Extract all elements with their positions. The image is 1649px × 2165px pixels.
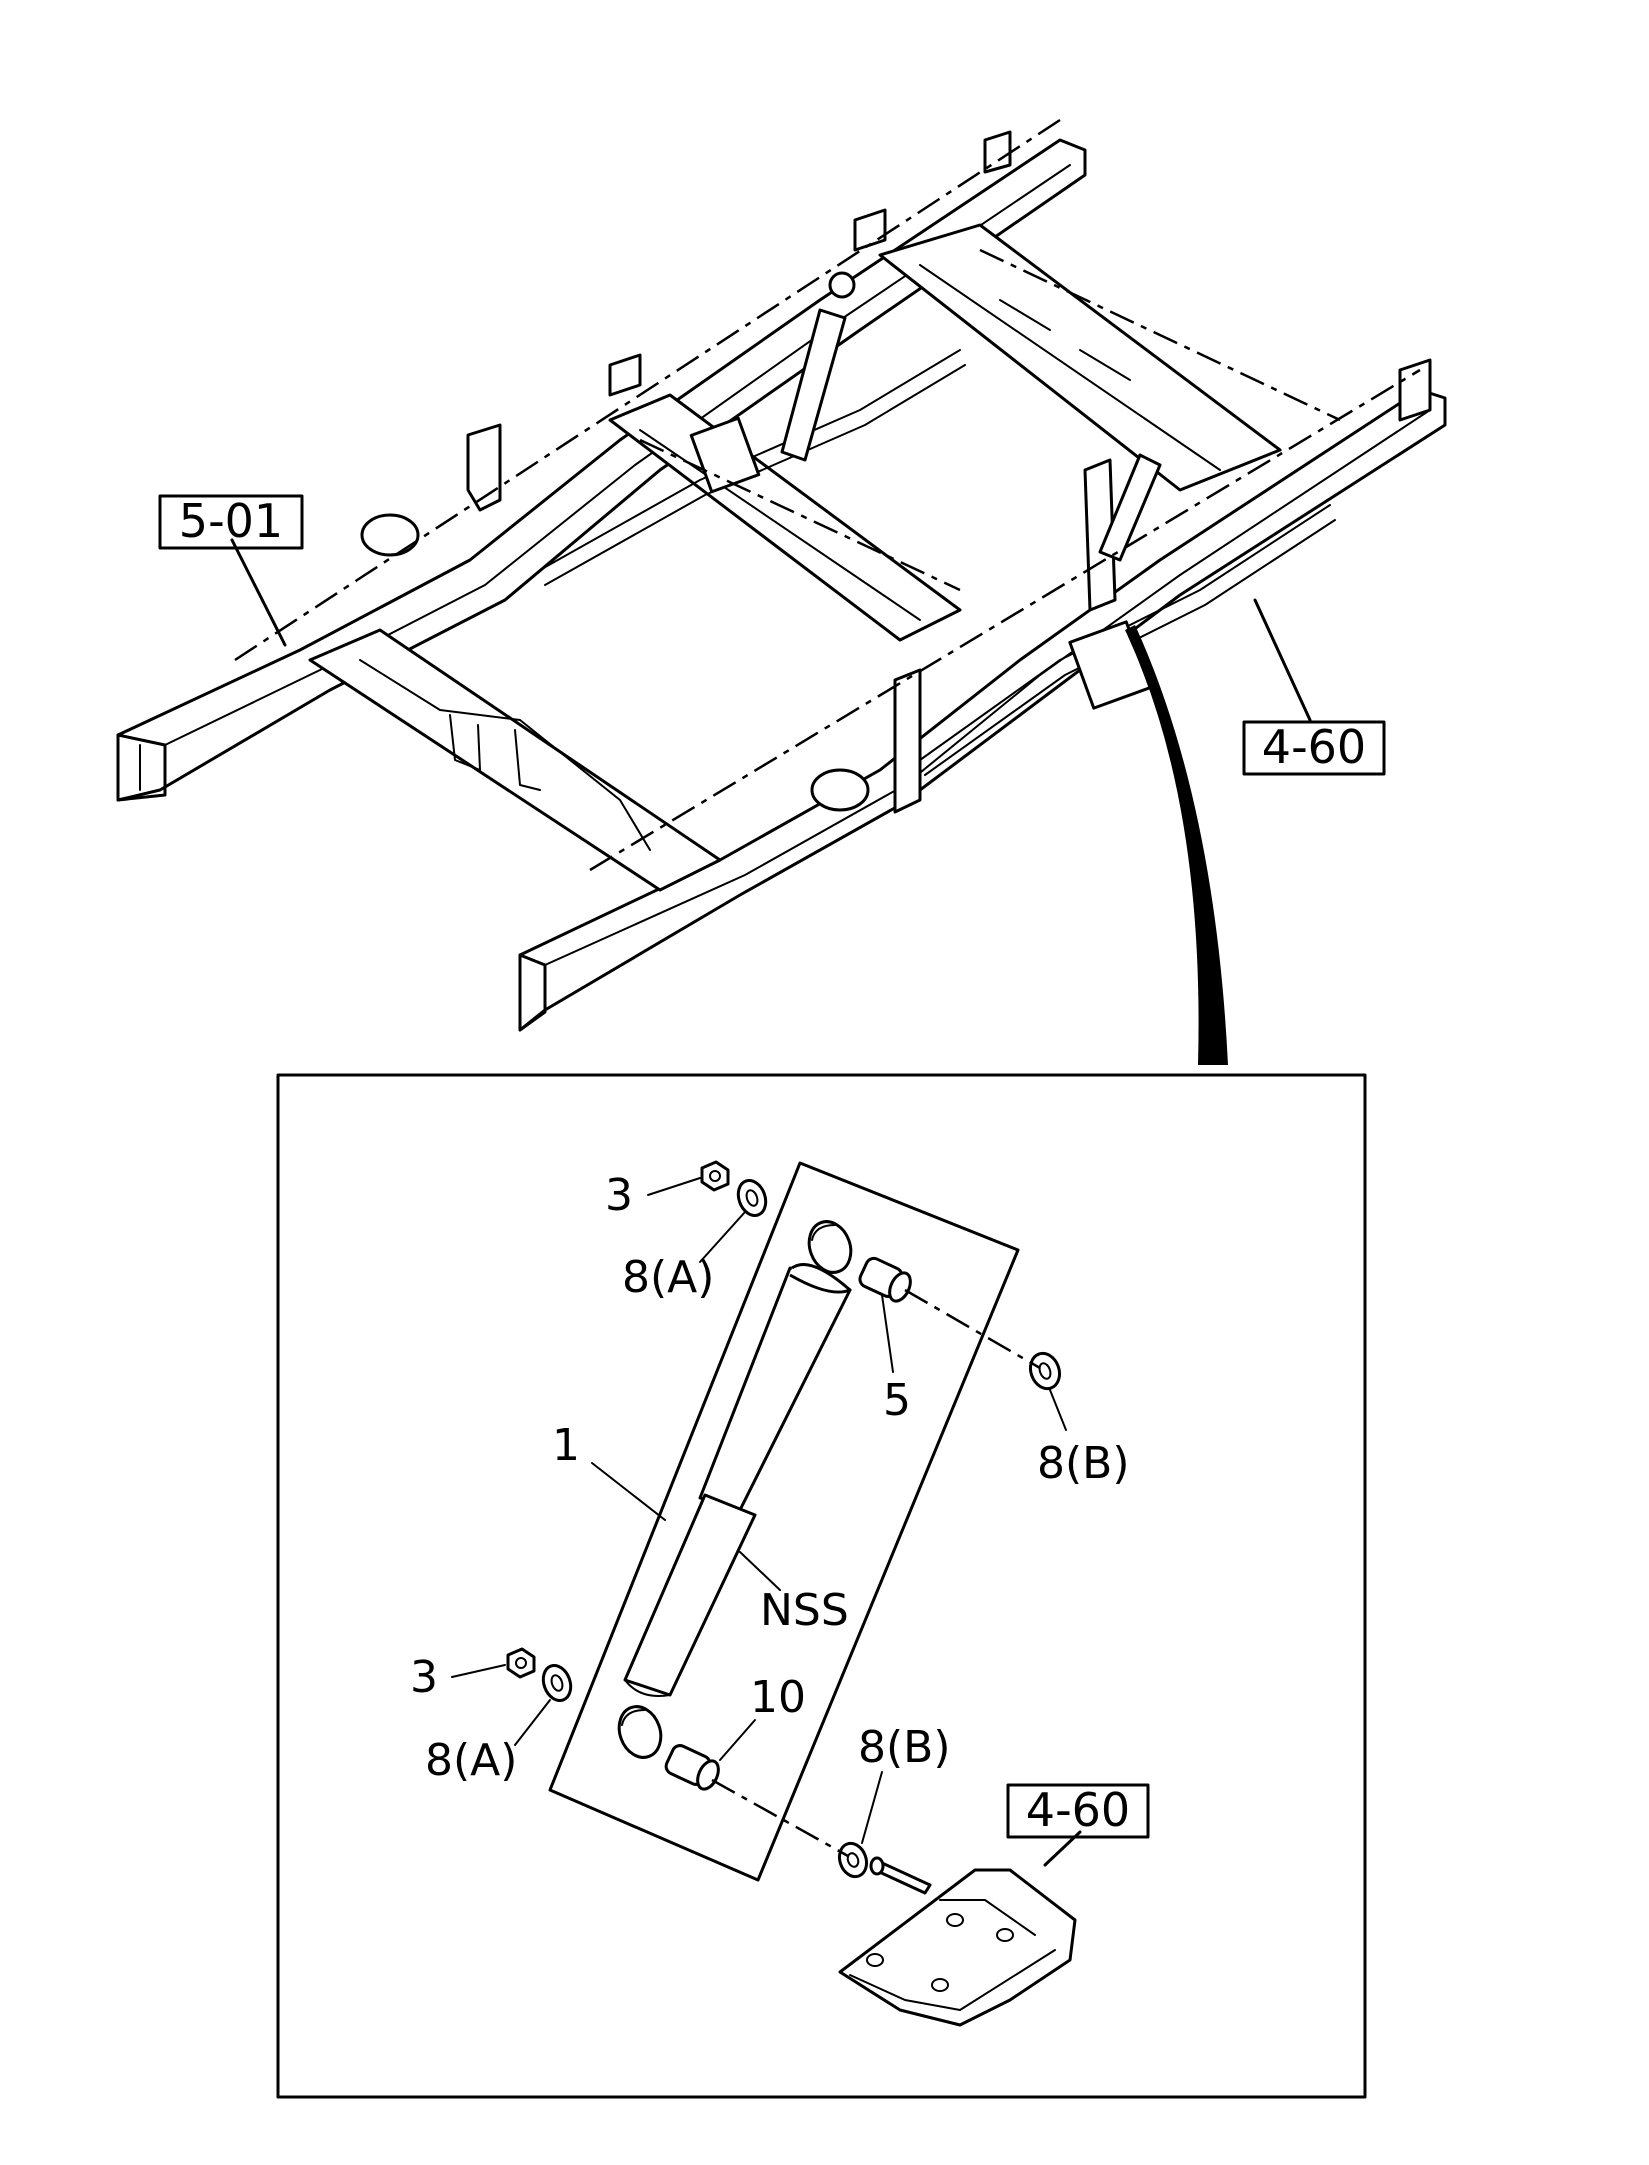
spring-reference-top-label: 4-60	[1262, 720, 1366, 774]
shock-absorber	[617, 1220, 853, 1759]
callout-nss: NSS	[760, 1585, 849, 1636]
installed-shock-absorbers	[780, 271, 1162, 562]
callout-leaders	[451, 1177, 1067, 1844]
washer-b-top	[1028, 1351, 1062, 1391]
callout-shock-absorber: 1	[552, 1420, 580, 1471]
front-crossmember	[878, 223, 1282, 492]
nut-top	[700, 1160, 730, 1192]
chassis-frame	[116, 118, 1447, 1032]
axis-line-top	[904, 1288, 1041, 1370]
spring-reference-top[interactable]: 4-60	[1242, 598, 1386, 776]
callout-washer-b-top: 8(B)	[1037, 1438, 1130, 1489]
bushing-top	[858, 1256, 912, 1303]
detail-box	[276, 1073, 1367, 2099]
callout-washer-a-bottom: 8(A)	[425, 1735, 517, 1786]
spring-reference-bottom-box	[1006, 1783, 1150, 1839]
washer-a-top	[736, 1179, 768, 1217]
detail-pointer	[1125, 625, 1228, 1065]
exploded-view-frame	[548, 1161, 1020, 1882]
spring-reference-bottom-label: 4-60	[1026, 1783, 1130, 1837]
spring-reference-bottom[interactable]: 4-60	[1006, 1783, 1150, 1867]
callout-washer-a-top: 8(A)	[622, 1252, 714, 1303]
frame-reference[interactable]: 5-01	[158, 494, 304, 647]
right-side-rail	[518, 388, 1447, 1032]
axis-line-bottom	[711, 1778, 849, 1858]
callout-nut-bottom: 3	[410, 1652, 438, 1703]
washer-b-bottom	[837, 1841, 869, 1879]
callout-washer-b-bottom: 8(B)	[858, 1722, 951, 1773]
bushing-bottom	[664, 1744, 720, 1791]
leaf-springs	[539, 349, 1336, 776]
frame-reference-leader	[230, 538, 287, 647]
washer-a-bottom	[541, 1664, 573, 1702]
callout-nut-top: 3	[605, 1170, 633, 1221]
callout-bushing-top: 5	[883, 1375, 911, 1426]
rear-crossmember	[308, 628, 722, 892]
callout-bushing-bottom: 10	[750, 1672, 806, 1723]
spring-hangers	[360, 130, 1432, 814]
spring-seat	[838, 1856, 1077, 2027]
spring-reference-top-box	[1242, 720, 1386, 776]
nut-bottom	[506, 1647, 536, 1679]
frame-reference-label: 5-01	[179, 494, 283, 548]
frame-reference-box	[158, 494, 304, 550]
left-side-rail	[116, 138, 1087, 802]
spring-reference-top-leader	[1253, 598, 1312, 722]
middle-crossmember	[608, 393, 962, 642]
